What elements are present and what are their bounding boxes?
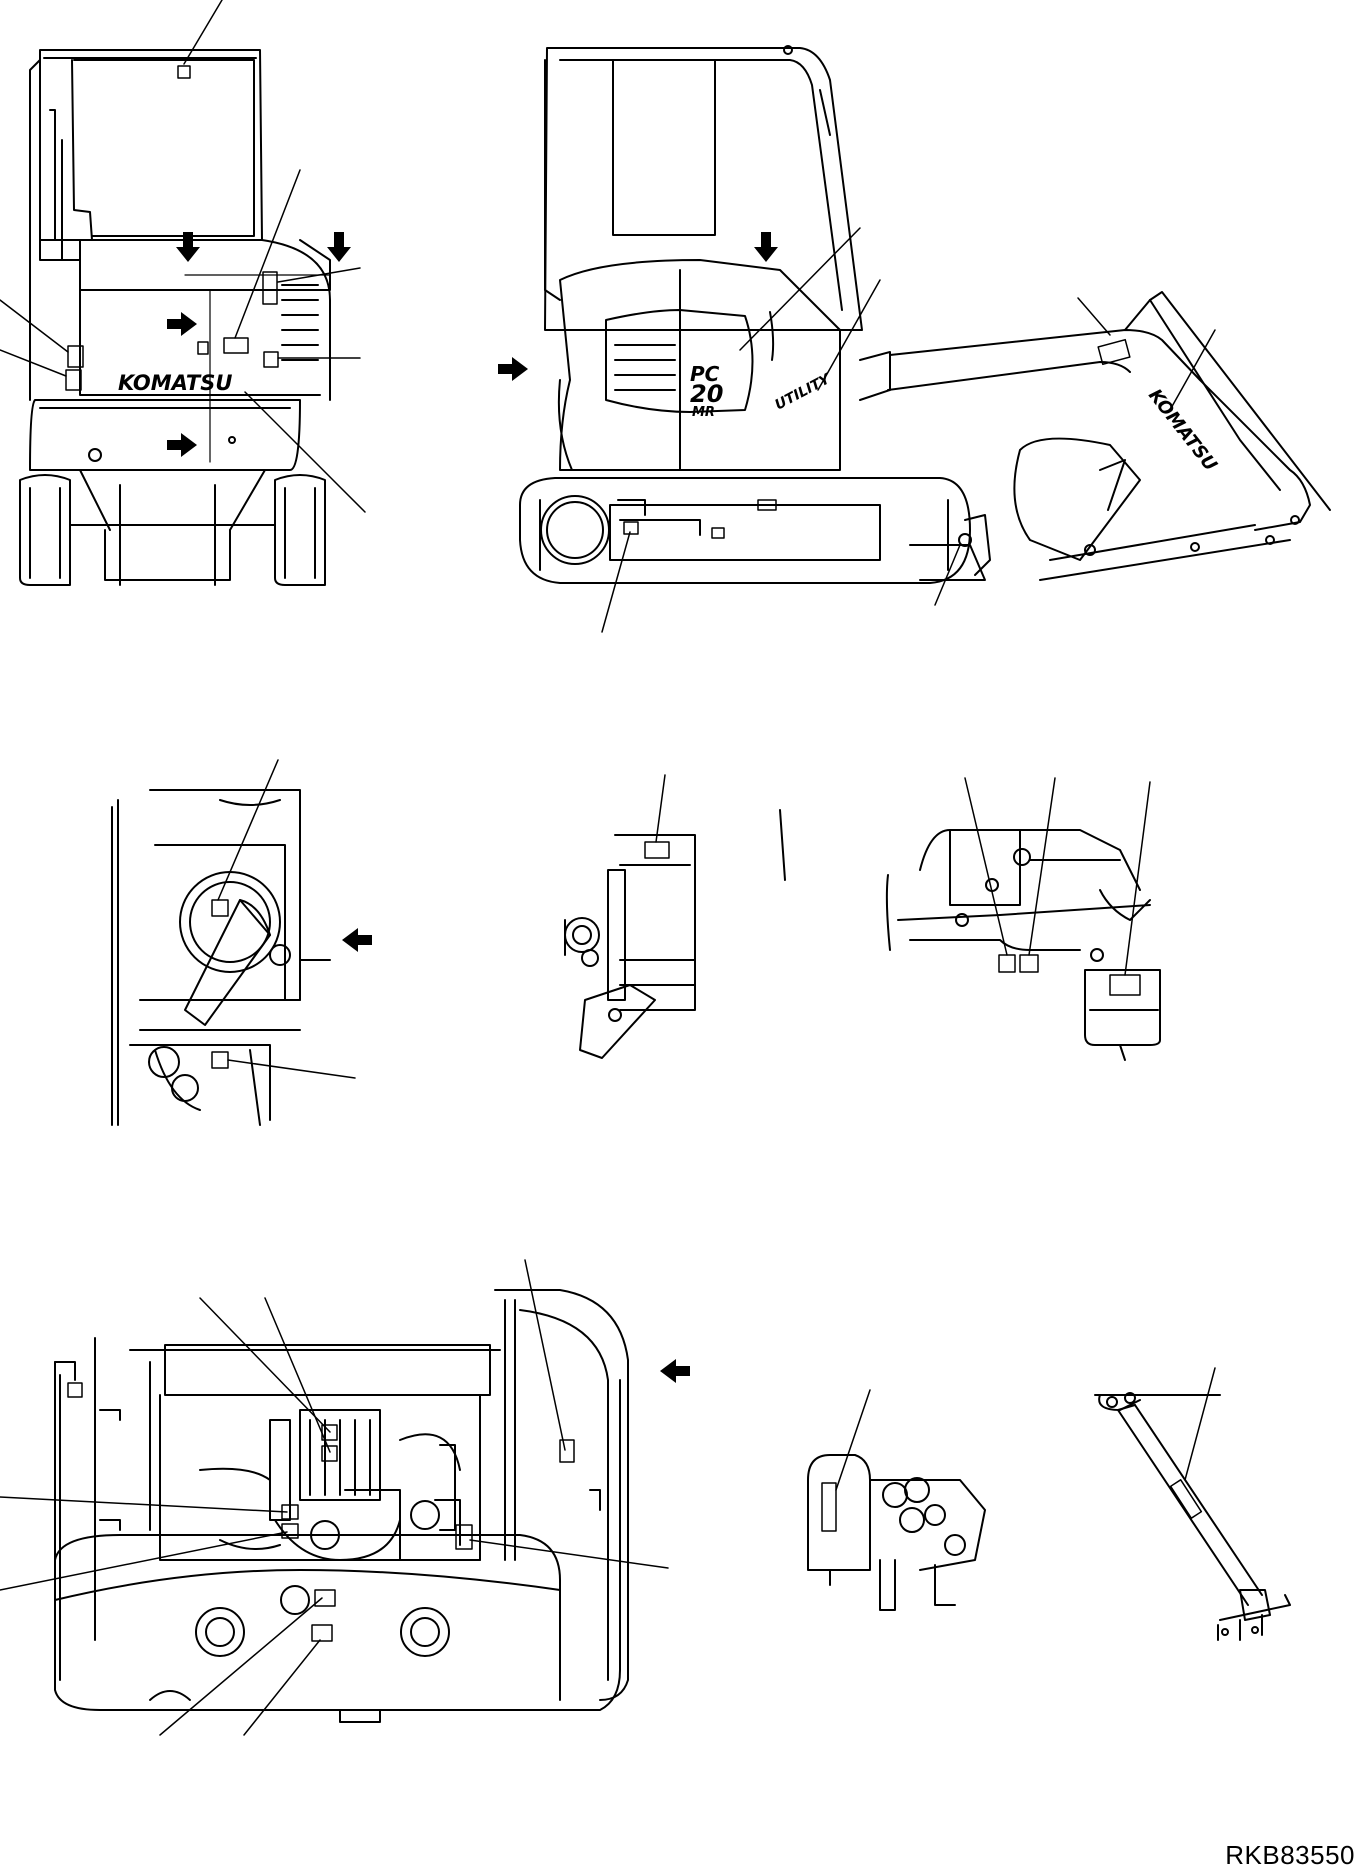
engine-compartment — [0, 1259, 690, 1736]
side-view: PC 20 MR UTILITY KOMATSU — [498, 45, 1331, 633]
drawing-code: RKB83550 — [1225, 1840, 1355, 1870]
model-text-pc: PC — [690, 362, 720, 386]
rear-view: KOMATSU — [0, 0, 366, 586]
fuel-tank-detail — [111, 759, 372, 1126]
rear-brand-text: KOMATSU — [118, 371, 232, 395]
model-text-20: 20 — [690, 380, 723, 408]
valve-detail — [564, 774, 786, 1059]
control-valve-detail — [807, 1389, 986, 1611]
model-text-mr: MR — [692, 405, 715, 420]
boom-brand-text: KOMATSU — [1144, 385, 1221, 476]
track-frame-detail — [885, 777, 1161, 1061]
cylinder-detail — [1094, 1367, 1291, 1641]
